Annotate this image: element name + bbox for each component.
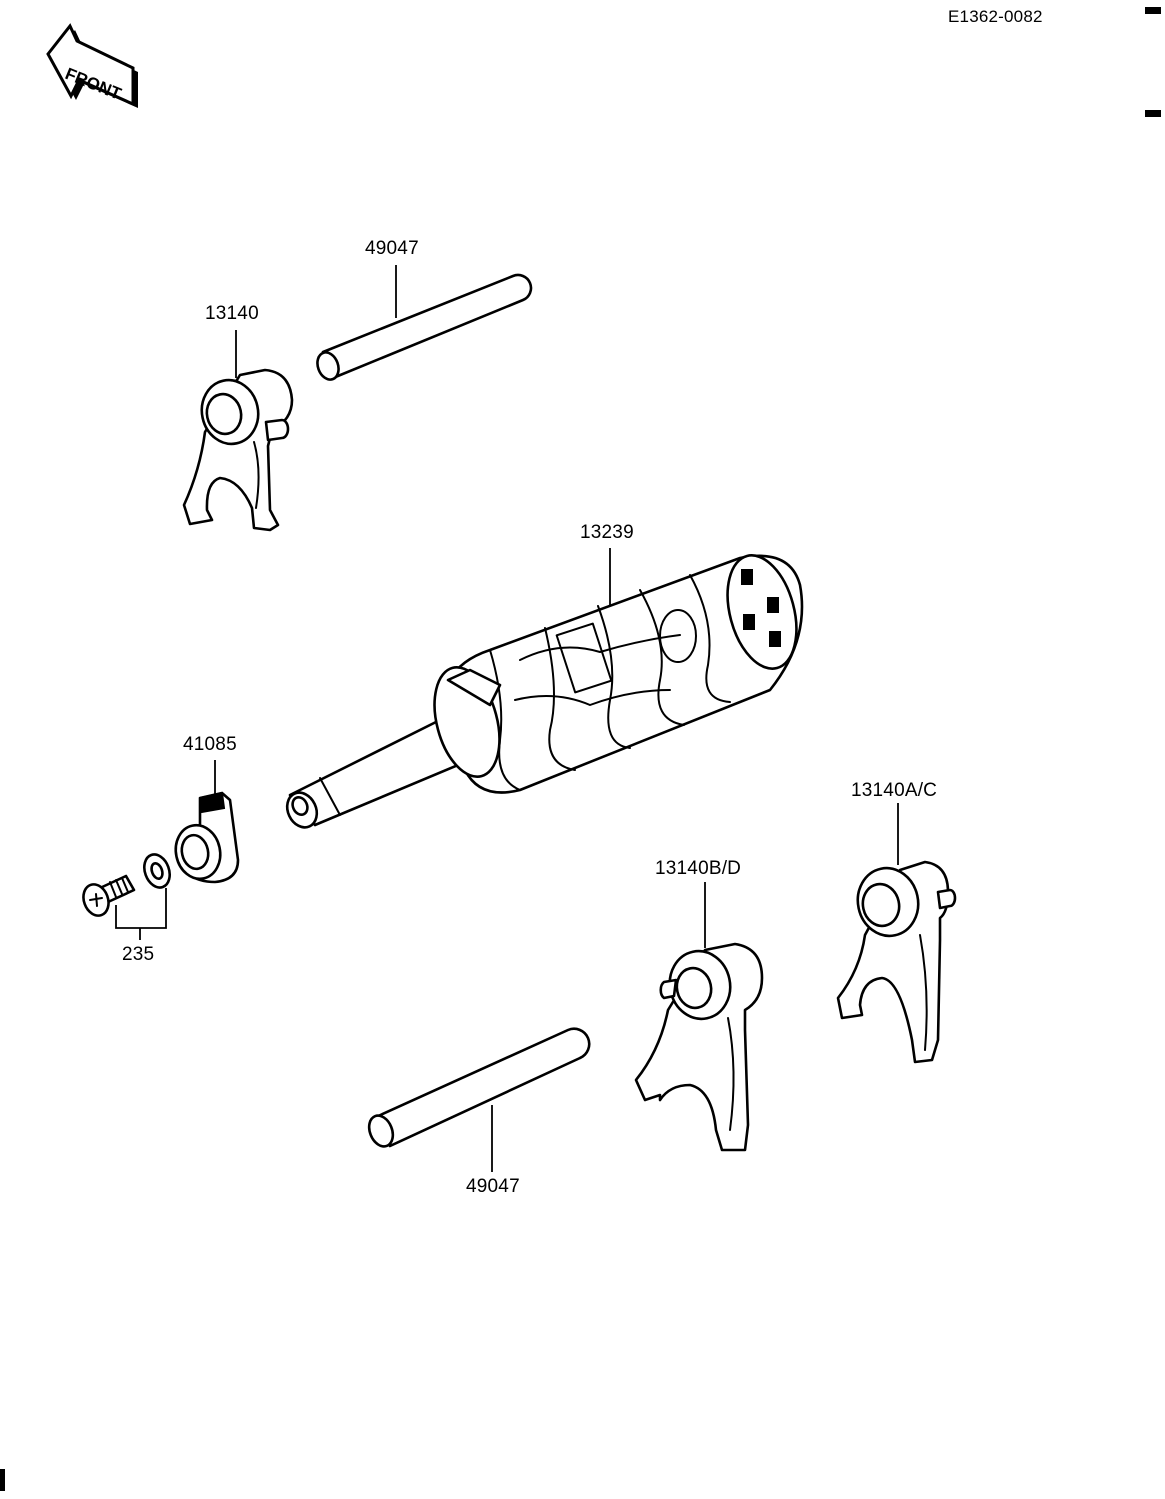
screw-and-washer <box>82 853 171 917</box>
callout-drum: 13239 <box>580 522 634 543</box>
callout-screw-set: 235 <box>122 944 155 965</box>
margin-tick-top <box>1145 7 1161 14</box>
shift-rod-bottom <box>367 1027 591 1148</box>
shift-fork-mid <box>634 942 764 1152</box>
callout-lever: 41085 <box>183 734 237 755</box>
drawing-code: E1362-0082 <box>948 7 1043 26</box>
leader-screw-set <box>115 888 167 929</box>
callout-fork-mid: 13140B/D <box>655 858 742 879</box>
margin-tick-mid <box>1145 110 1161 117</box>
shift-fork-top <box>182 368 294 532</box>
margin-tick-bottom <box>0 1469 5 1491</box>
callout-fork-right: 13140A/C <box>851 780 938 801</box>
shift-fork-right <box>836 860 957 1064</box>
callout-shaft-top: 49047 <box>365 238 419 259</box>
shift-rod-top <box>316 273 533 381</box>
shift-drum <box>285 554 804 829</box>
positioning-lever <box>174 791 240 884</box>
callout-fork-top: 13140 <box>205 303 259 324</box>
front-arrow-icon: FRONT <box>46 23 138 108</box>
callout-shaft-bottom: 49047 <box>466 1176 520 1197</box>
